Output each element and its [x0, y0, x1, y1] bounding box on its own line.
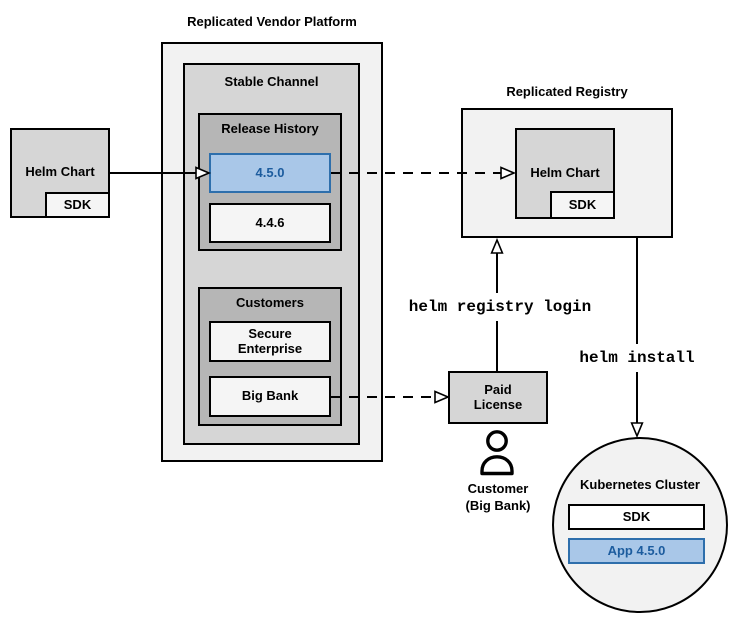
release-history-title: Release History: [221, 121, 319, 136]
customer-caption-detail: (Big Bank): [465, 497, 531, 513]
cluster-sdk-label: SDK: [622, 508, 651, 524]
release-446-version: 4.4.6: [255, 214, 285, 230]
cmd-helm-registry-login: helm registry login: [390, 293, 610, 321]
registry-title: Replicated Registry: [506, 84, 628, 99]
cmd-helm-install: helm install: [557, 344, 717, 372]
paid-license-box: Paid License: [448, 371, 548, 424]
customer-secure-enterprise-label: Secure Enterprise: [237, 325, 303, 356]
source-sdk-label: SDK: [63, 196, 92, 212]
registry-sdk-box: SDK: [550, 191, 615, 219]
customers-title: Customers: [236, 295, 304, 310]
person-icon: [480, 430, 514, 476]
paid-license-label: Paid License: [473, 381, 523, 412]
customer-caption-name: Customer: [467, 481, 529, 496]
customer-secure-enterprise-box: Secure Enterprise: [209, 321, 331, 362]
registry-helm-chart-label: Helm Chart: [530, 165, 600, 181]
release-450-version: 4.5.0: [255, 164, 285, 180]
customer-big-bank-box: Big Bank: [209, 376, 331, 417]
stable-channel-title: Stable Channel: [224, 74, 319, 89]
arrow-install-to-cluster: [630, 238, 644, 439]
cluster-app-box: App 4.5.0: [568, 538, 705, 564]
cluster-sdk-box: SDK: [568, 504, 705, 530]
source-sdk-box: SDK: [45, 192, 110, 218]
source-helm-chart-label: Helm Chart: [25, 163, 95, 179]
kubernetes-cluster-title: Kubernetes Cluster: [580, 477, 700, 492]
release-446-box: 4.4.6: [209, 203, 331, 243]
registry-sdk-label: SDK: [568, 196, 597, 212]
release-450-box: 4.5.0: [209, 153, 331, 193]
cluster-app-label: App 4.5.0: [607, 542, 666, 558]
customer-big-bank-label: Big Bank: [241, 388, 299, 404]
vendor-platform-title: Replicated Vendor Platform: [187, 14, 357, 29]
